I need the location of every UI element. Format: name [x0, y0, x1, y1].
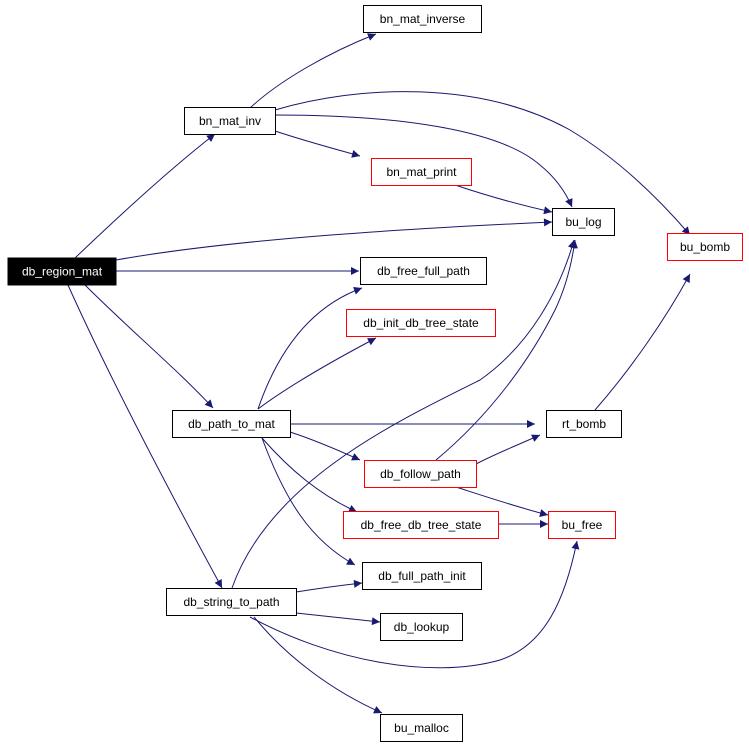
node-rt-bomb[interactable]: rt_bomb: [546, 410, 622, 438]
edge-path-to-mat-to-db-free-full-path: [257, 286, 363, 410]
node-bn-mat-inv[interactable]: bn_mat_inv: [184, 107, 276, 135]
node-db-full-path-init[interactable]: db_full_path_init: [362, 562, 482, 590]
edge-path-to-mat-to-db-free-db-tree-state: [261, 437, 358, 513]
edge-region-to-db-path-to-mat: [84, 284, 214, 409]
node-db-init-db-tree-state[interactable]: db_init_db_tree_state: [346, 309, 496, 337]
edge-path-to-mat-to-db-follow-path: [289, 431, 361, 461]
edge-rt-bomb-to-bu-bomb: [594, 273, 691, 411]
node-label: bu_free: [562, 518, 603, 532]
node-db-string-to-path[interactable]: db_string_to_path: [166, 588, 297, 616]
edges: [67, 33, 691, 714]
node-label: db_init_db_tree_state: [363, 316, 479, 330]
edge-path-to-mat-to-db-init-db-tree-state: [257, 337, 377, 410]
node-label: db_follow_path: [380, 467, 461, 481]
node-bn-mat-print[interactable]: bn_mat_print: [371, 158, 472, 186]
edge-string-to-path-to-db-lookup: [295, 612, 381, 626]
edge-bn-mat-inv-to-bn-mat-inverse: [249, 33, 377, 109]
node-db-region-mat[interactable]: db_region_mat: [7, 257, 117, 286]
node-label: bu_malloc: [394, 721, 449, 735]
edge-path-to-mat-to-db-full-path-init: [261, 437, 356, 566]
edge-region-to-bu-log: [115, 218, 553, 261]
node-db-free-full-path[interactable]: db_free_full_path: [360, 257, 487, 285]
node-label: bn_mat_inv: [199, 114, 261, 128]
node-bu-bomb[interactable]: bu_bomb: [667, 233, 743, 261]
edge-string-to-path-to-db-full-path-init: [295, 579, 363, 593]
node-label: db_full_path_init: [378, 569, 466, 583]
node-label: db_string_to_path: [183, 595, 279, 609]
edge-region-to-db-string-to-path: [67, 284, 223, 589]
node-label: bn_mat_inverse: [380, 12, 466, 26]
node-db-lookup[interactable]: db_lookup: [380, 613, 463, 641]
node-label: bn_mat_print: [386, 165, 457, 179]
node-label: db_free_full_path: [377, 264, 470, 278]
edge-region-to-bn-mat-inv: [74, 133, 216, 259]
node-db-free-db-tree-state[interactable]: db_free_db_tree_state: [343, 511, 499, 539]
edge-string-to-path-to-bu-malloc: [253, 616, 383, 714]
node-label: db_region_mat: [22, 265, 103, 279]
edge-bn-mat-inv-to-bu-bomb: [274, 91, 691, 236]
node-bu-malloc[interactable]: bu_malloc: [380, 714, 463, 742]
edge-follow-path-to-bu-log: [435, 239, 578, 461]
node-bn-mat-inverse[interactable]: bn_mat_inverse: [363, 5, 482, 33]
node-label: bu_bomb: [680, 240, 730, 254]
node-label: rt_bomb: [562, 417, 606, 431]
node-label: db_free_db_tree_state: [361, 518, 482, 532]
edge-bn-mat-inv-to-bu-log: [274, 114, 573, 208]
node-label: bu_log: [565, 215, 601, 229]
node-label: db_path_to_mat: [188, 417, 275, 431]
node-db-follow-path[interactable]: db_follow_path: [364, 460, 477, 488]
node-bu-log[interactable]: bu_log: [552, 208, 615, 236]
edge-bn-mat-print-to-bu-log: [454, 184, 553, 215]
edge-follow-path-to-rt-bomb: [475, 434, 541, 465]
edge-string-to-path-to-bu-free: [249, 540, 580, 669]
node-label: db_lookup: [394, 620, 450, 634]
edge-follow-path-to-bu-free: [455, 486, 549, 517]
node-bu-free[interactable]: bu_free: [548, 511, 616, 539]
edge-bn-mat-inv-to-bn-mat-print: [274, 130, 361, 158]
edge-string-to-path-to-bu-log: [231, 239, 576, 589]
node-db-path-to-mat[interactable]: db_path_to_mat: [172, 410, 291, 438]
